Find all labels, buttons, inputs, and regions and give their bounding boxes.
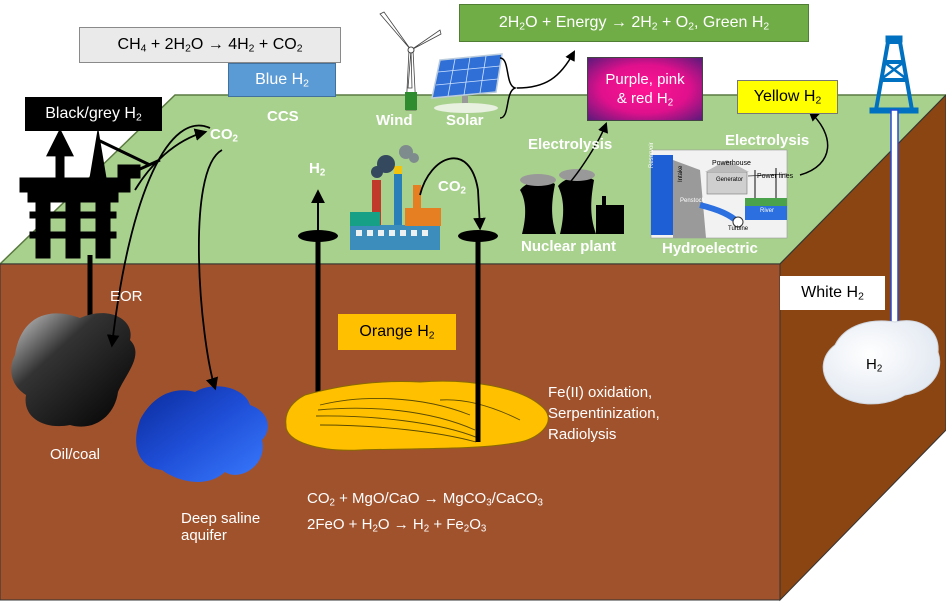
black-grey-h2-label: Black/grey H2 <box>45 105 142 124</box>
yellow-h2-box: Yellow H2 <box>737 80 838 114</box>
white-h2-label: White H2 <box>801 284 864 303</box>
orange-h2-box: Orange H2 <box>338 314 456 350</box>
oil-coal-label: Oil/coal <box>50 446 101 463</box>
green-h2-box: 2H2O + Energy → 2H2 + O2, Green H2 <box>459 4 809 42</box>
deep-saline-aquifer <box>136 386 268 482</box>
solar-panel-icon <box>431 53 503 113</box>
nuclear-plant-label: Nuclear plant <box>521 238 617 255</box>
intake-label: Intake <box>678 165 684 182</box>
purple-pink-red-h2-label: Purple, pink& red H2 <box>605 70 685 109</box>
wind-label: Wind <box>376 112 413 129</box>
hydroelectric-label: Hydroelectric <box>662 240 758 257</box>
co2-to-aquifer-arrow <box>197 149 223 391</box>
nuclear-plant-icon <box>520 176 624 234</box>
factory-icon <box>350 145 441 250</box>
power-lines-label: Power lines <box>757 173 794 180</box>
electrolysis-hydro-label: Electrolysis <box>725 132 810 149</box>
ccs-label: CCS <box>267 108 299 125</box>
co2-from-platform-arrow <box>134 128 208 191</box>
reservoir-label: Reservoir <box>649 142 655 168</box>
steam-cloud <box>520 174 556 186</box>
nuclear-to-purple-arrow <box>564 122 608 189</box>
renewables-brace <box>499 57 518 119</box>
green-h2-equation: 2H2O + Energy → 2H2 + O2, Green H2 <box>498 14 770 33</box>
iron-oxidation-equation: 2FeO + H2O → H2 + Fe2O3 <box>307 516 487 535</box>
factory-co2-arrow <box>419 157 486 231</box>
black-grey-h2-box: Black/grey H2 <box>25 97 162 131</box>
renewables-to-green-arrow <box>516 50 575 89</box>
orange-h2-reservoir <box>285 380 549 451</box>
penstock-label: Penstock <box>680 198 705 204</box>
powerhouse-label: Powerhouse <box>712 160 751 167</box>
white-h2-box: White H2 <box>780 276 885 310</box>
blue-h2-box: Blue H2 <box>228 63 336 97</box>
wind-turbine-icon <box>379 11 442 111</box>
mineral-carbonation-equation: CO2 + MgO/CaO → MgCO3/CaCO3 <box>307 490 543 509</box>
offshore-platform-icon <box>19 129 161 259</box>
blue-h2-label: Blue H2 <box>255 71 309 90</box>
purple-pink-red-h2-box: Purple, pink& red H2 <box>587 57 703 121</box>
smr-equation-box: CH4 + 2H2O → 4H2 + CO2 <box>79 27 341 63</box>
co2-capture-label: CO2 <box>210 126 238 145</box>
river-label: River <box>760 208 775 214</box>
reservoir-strata <box>315 398 521 443</box>
turbine-label: Turbine <box>728 226 749 232</box>
electrolysis-nuclear-label: Electrolysis <box>528 136 613 153</box>
yellow-h2-label: Yellow H2 <box>753 88 822 107</box>
natural-h2-reactions-label: Fe(II) oxidation,Serpentinization,Radiol… <box>548 384 660 443</box>
generator-label: Generator <box>716 177 744 183</box>
co2-factory-label: CO2 <box>438 178 466 197</box>
eor-label: EOR <box>110 288 143 305</box>
oil-coal-deposit <box>11 313 136 427</box>
white-h2-well-pipe <box>890 109 899 326</box>
white-h2-pocket <box>822 320 941 405</box>
steam-cloud <box>559 169 595 181</box>
smr-equation: CH4 + 2H2O → 4H2 + CO2 <box>117 36 303 55</box>
h2-pocket-label: H2 <box>866 356 883 375</box>
orange-h2-label: Orange H2 <box>359 323 435 342</box>
solar-label: Solar <box>446 112 484 129</box>
hydroelectric-dam-icon <box>650 149 788 239</box>
h2-well-label: H2 <box>309 160 326 179</box>
hydro-to-yellow-arrow <box>799 110 829 176</box>
co2-to-oil-arrow <box>106 124 211 348</box>
